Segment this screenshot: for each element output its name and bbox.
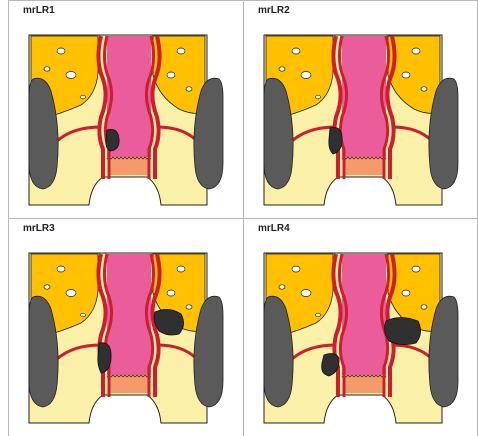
fat-globule [421,87,427,91]
panel-label: mrLR3 [23,223,55,234]
rectum-lumen [107,254,151,375]
anal-canal [342,375,386,393]
panel-label: mrLR4 [258,223,290,234]
fat-globule [402,290,410,296]
fat-globule [66,72,76,79]
tumor-mass [106,129,119,151]
fat-globule [167,72,175,78]
fat-globule [177,266,185,272]
panel-mrlr2: mrLR2 [244,1,477,218]
fat-globule [177,48,185,54]
fat-globule [292,266,300,272]
panel-mrlr3: mrLR3 [9,219,243,436]
fat-globule [316,95,321,99]
panel-mrlr4: mrLR4 [244,219,477,436]
panel-label: mrLR1 [23,5,55,16]
fat-globule [57,48,65,54]
anatomy-illustration [11,17,241,217]
fat-globule [44,67,50,71]
rectum-lumen [342,36,386,157]
anatomy-illustration [11,235,241,435]
fat-globule [186,87,192,91]
fat-globule [279,67,285,71]
fat-globule [412,266,420,272]
anatomy-illustration [246,17,476,217]
panel-mrlr1: mrLR1 [9,1,243,218]
fat-globule [44,285,50,289]
panel-label: mrLR2 [258,5,290,16]
fat-globule [279,285,285,289]
fat-globule [81,95,86,99]
fat-globule [66,290,76,297]
anal-canal [107,157,151,175]
anal-canal [342,157,386,175]
fat-globule [301,290,311,297]
anatomy-illustration [246,235,476,435]
fat-globule [186,305,192,309]
fat-globule [167,290,175,296]
fat-globule [57,266,65,272]
fat-globule [301,72,311,79]
fat-globule [81,313,86,317]
tumor-mass [385,318,421,345]
fat-globule [412,48,420,54]
fat-globule [421,305,427,309]
rectum-lumen [342,254,386,375]
fat-globule [292,48,300,54]
fat-globule [316,313,321,317]
fat-globule [402,72,410,78]
anal-canal [107,375,151,393]
